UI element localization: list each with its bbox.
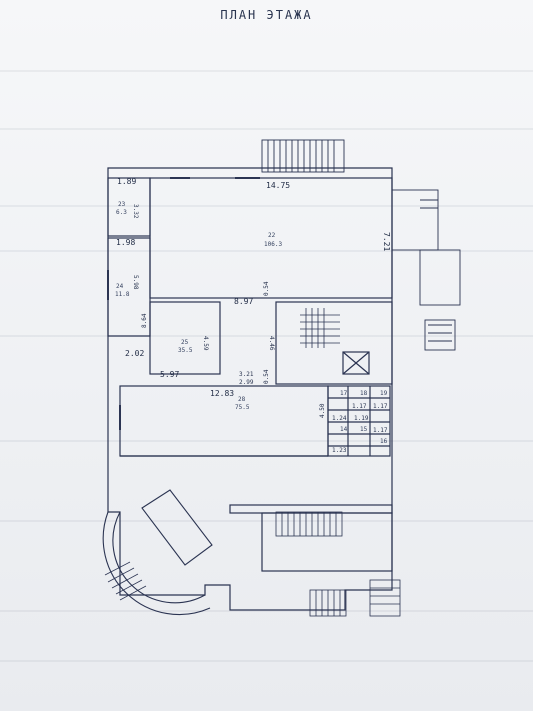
dim-1-17-c: 1.17 bbox=[373, 427, 388, 434]
stair-core-flights bbox=[300, 308, 340, 348]
dim-1-89: 1.89 bbox=[117, 177, 136, 186]
bleed-line bbox=[0, 128, 533, 130]
dim-3-32: 3.32 bbox=[132, 204, 139, 219]
room-25-walls bbox=[149, 301, 221, 375]
bleed-line bbox=[0, 250, 533, 252]
dim-1-17-a: 1.17 bbox=[352, 403, 367, 410]
stair-top bbox=[261, 139, 345, 173]
bleed-line bbox=[0, 440, 533, 442]
bleed-line bbox=[0, 610, 533, 612]
room-22-number: 22 bbox=[268, 232, 276, 239]
right-annex bbox=[391, 189, 461, 351]
room-22-area: 106.3 bbox=[264, 241, 282, 248]
plan-title: ПЛАН ЭТАЖА bbox=[220, 8, 313, 22]
bleed-line bbox=[0, 520, 533, 522]
window-marks bbox=[107, 177, 260, 430]
room-24-number: 24 bbox=[116, 283, 124, 290]
dim-1-17-b: 1.17 bbox=[373, 403, 388, 410]
rotunda bbox=[102, 489, 213, 615]
bleed-line bbox=[0, 70, 533, 72]
dim-4-50: 4.50 bbox=[319, 403, 326, 418]
dim-1-23: 1.23 bbox=[332, 447, 347, 454]
outer-wall bbox=[107, 167, 393, 611]
bleed-line bbox=[0, 205, 533, 207]
elevator bbox=[342, 351, 370, 375]
dim-5-97: 5.97 bbox=[160, 370, 179, 379]
dim-3-21: 3.21 bbox=[239, 371, 254, 378]
dim-0-54-top: 0.54 bbox=[263, 281, 270, 296]
room-25-number: 25 bbox=[181, 339, 189, 346]
room-25-area: 35.5 bbox=[178, 347, 193, 354]
dim-1-24: 1.24 bbox=[332, 415, 347, 422]
room-19: 19 bbox=[380, 390, 388, 397]
room-15: 15 bbox=[360, 426, 368, 433]
dim-5-98: 5.98 bbox=[132, 275, 139, 290]
room-28-number: 28 bbox=[238, 396, 246, 403]
lower-room bbox=[261, 512, 393, 572]
bleed-line bbox=[0, 335, 533, 337]
dim-12-83: 12.83 bbox=[210, 389, 234, 398]
dim-4-59: 4.59 bbox=[202, 336, 209, 351]
dim-8-97: 8.97 bbox=[234, 297, 253, 306]
dim-2-99: 2.99 bbox=[239, 379, 254, 386]
dim-4-46: 4.46 bbox=[268, 336, 275, 351]
stair-lower bbox=[275, 511, 401, 617]
dim-14-75: 14.75 bbox=[266, 181, 290, 190]
dim-8-64: 8.64 bbox=[141, 313, 148, 328]
cell-block bbox=[327, 385, 391, 457]
dim-0-54-mid: 0.54 bbox=[263, 369, 270, 384]
room-16: 16 bbox=[380, 438, 388, 445]
stair-core bbox=[275, 301, 393, 385]
room-17: 17 bbox=[340, 390, 348, 397]
bleed-line bbox=[0, 660, 533, 662]
room-28-area: 75.5 bbox=[235, 404, 250, 411]
room-23-walls bbox=[107, 177, 151, 237]
room-18: 18 bbox=[360, 390, 368, 397]
room-23-number: 23 bbox=[118, 201, 126, 208]
room-23-area: 6.3 bbox=[116, 209, 127, 216]
dim-1-98: 1.98 bbox=[116, 238, 135, 247]
dim-1-19: 1.19 bbox=[354, 415, 369, 422]
dim-2-02: 2.02 bbox=[125, 349, 144, 358]
room-14: 14 bbox=[340, 426, 348, 433]
room-24-area: 11.8 bbox=[115, 291, 130, 298]
dim-7-21: 7.21 bbox=[382, 232, 391, 251]
